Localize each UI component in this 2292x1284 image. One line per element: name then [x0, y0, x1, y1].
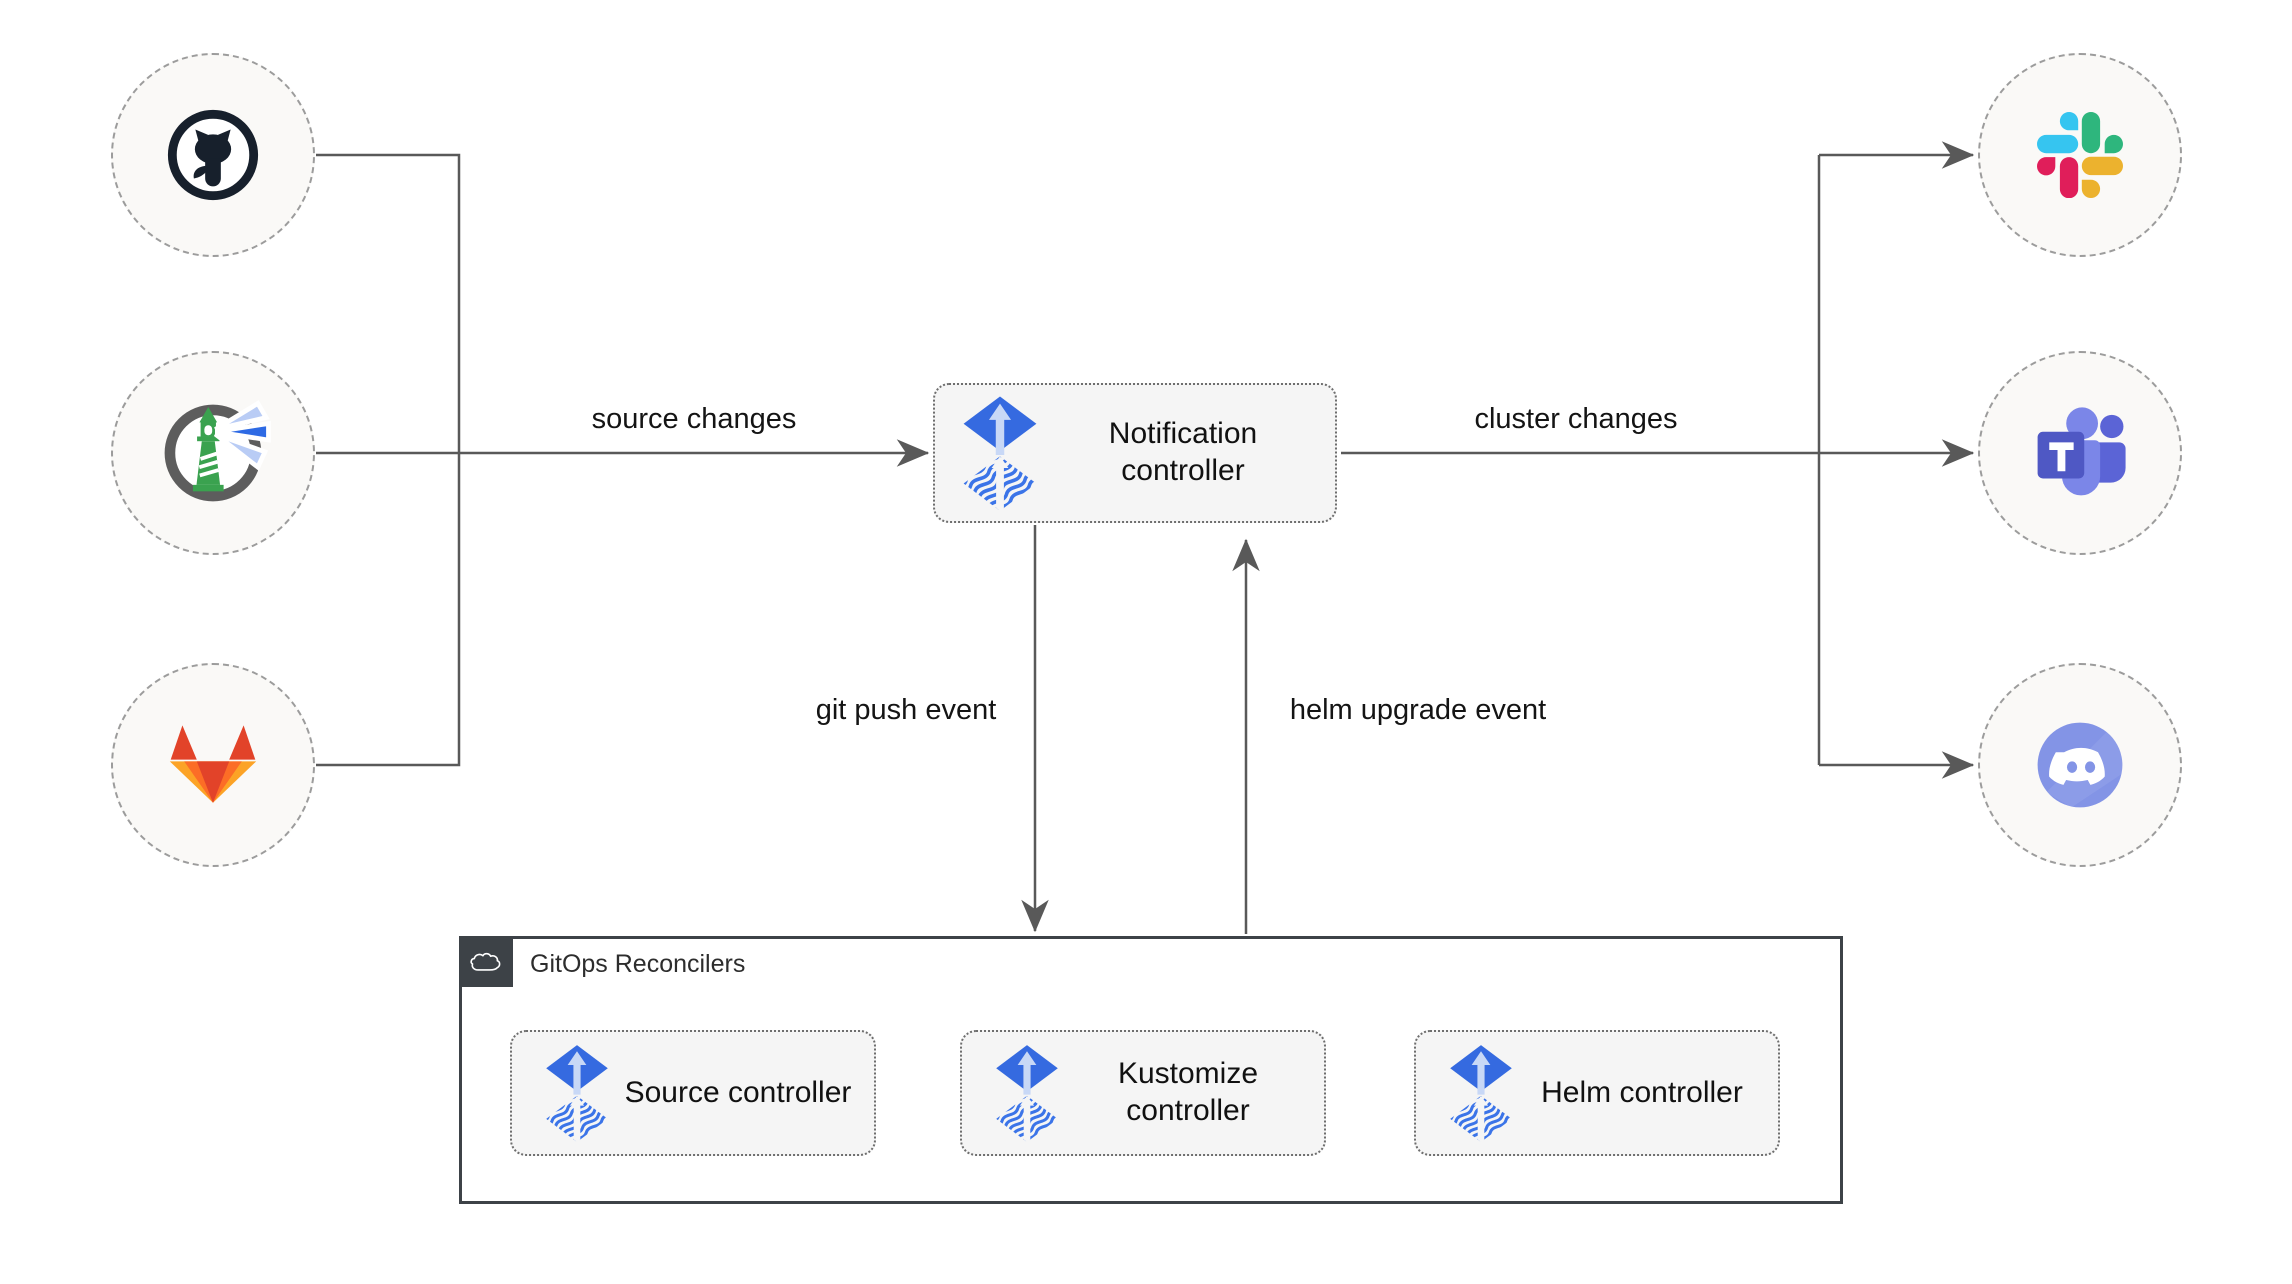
harbor-lighthouse-icon: [154, 394, 272, 512]
edge-label-helm-upgrade-event: helm upgrade event: [1289, 694, 1547, 726]
harbor-node: [111, 351, 315, 555]
github-node: [111, 53, 315, 257]
notification-controller-node: Notification controller: [933, 383, 1337, 523]
flux-icon: [994, 1044, 1060, 1142]
edge-label-git-push-event: git push event: [815, 694, 997, 726]
edge-label-source-changes: source changes: [591, 403, 797, 435]
flux-icon: [544, 1044, 610, 1142]
source-controller-node: Source controller: [510, 1030, 876, 1156]
kustomize-controller-node: Kustomize controller: [960, 1030, 1326, 1156]
group-title: GitOps Reconcilers: [530, 950, 746, 978]
helm-controller-label: Helm controller: [1541, 1075, 1743, 1109]
source-controller-label: Source controller: [624, 1075, 852, 1109]
slack-node: [1978, 53, 2182, 257]
slack-icon: [2037, 112, 2123, 198]
kustomize-controller-label: Kustomize controller: [1117, 1057, 1259, 1127]
helm-controller-node: Helm controller: [1414, 1030, 1780, 1156]
github-icon: [164, 106, 262, 204]
microsoft-teams-icon: [2027, 400, 2133, 506]
gitlab-icon: [159, 720, 267, 810]
notification-controller-label: Notification controller: [1108, 417, 1258, 487]
edge-label-cluster-changes: cluster changes: [1474, 403, 1678, 435]
edge-sources-bus: [316, 153, 461, 767]
flux-icon: [1448, 1044, 1514, 1142]
discord-node: [1978, 663, 2182, 867]
teams-node: [1978, 351, 2182, 555]
flux-icon: [961, 395, 1039, 511]
cloud-icon: [468, 949, 504, 975]
discord-icon: [2027, 712, 2133, 818]
gitlab-node: [111, 663, 315, 867]
group-tab: [459, 936, 513, 987]
